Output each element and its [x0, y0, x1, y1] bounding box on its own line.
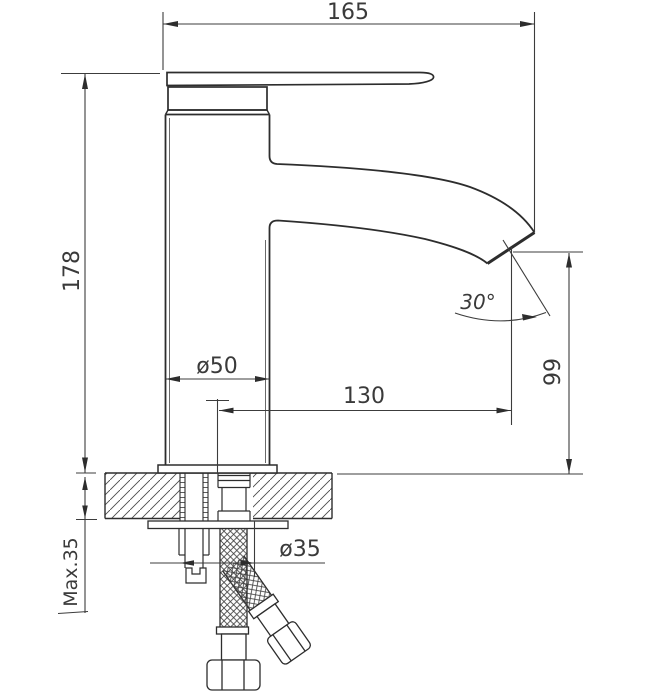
dimension-hole-diameter-35: ø35: [150, 521, 325, 577]
tick-max35-end: [57, 610, 89, 615]
dimension-outlet-height-99: 99: [337, 251, 583, 475]
diagonal-hose-nut: [267, 621, 311, 665]
dimension-spout-reach-165: 165: [162, 0, 536, 233]
vertical-hose-braid: [220, 528, 247, 627]
dimension-max-thickness-35: Max.35: [57, 477, 97, 615]
arrow-99-down: [566, 459, 572, 474]
arrow-178-up: [82, 74, 88, 89]
arrow-angle-arc: [522, 314, 537, 321]
dim-max35-label: Max.35: [60, 537, 82, 607]
spout-top-curve: [268, 155, 536, 233]
stud-fork-bracket: [185, 567, 207, 584]
vertical-hose-tube: [220, 633, 247, 661]
dim-99-label: 99: [541, 358, 566, 386]
deck-hatch-right: [253, 473, 332, 519]
dimension-outlet-angle-30: 30°: [454, 239, 551, 425]
mounting-stud: [178, 528, 210, 584]
faucet-body: [164, 113, 271, 465]
arrow-99-up: [566, 253, 572, 268]
arrow-130-right: [496, 407, 511, 414]
dimension-body-diameter-50: ø50: [165, 354, 270, 382]
faucet-handle-lever: [166, 71, 435, 87]
dim-165-label: 165: [327, 0, 369, 25]
arrow-165-right: [520, 21, 535, 27]
dim-178-label: 178: [60, 250, 85, 292]
arrow-130-left: [219, 407, 234, 414]
faucet-spout: [268, 155, 536, 265]
countertop-deck: [104, 472, 333, 520]
washer-plate: [147, 520, 289, 530]
arrow-max35-up: [82, 477, 88, 490]
arrow-165-left: [163, 21, 178, 27]
spout-bottom-curve: [268, 219, 489, 265]
dim-o50-label: ø50: [196, 354, 237, 379]
arrow-max35-down: [82, 505, 88, 519]
threaded-shank: [179, 473, 209, 521]
faucet: [157, 71, 536, 474]
supply-hose-vertical: [206, 528, 261, 691]
shank-thread-right: [203, 474, 208, 521]
dimension-spout-projection-130: 130: [206, 384, 511, 474]
vertical-hose-collar: [215, 626, 250, 635]
hose-guide-cartridge: [217, 473, 251, 521]
dimension-overall-height-178: 178: [60, 72, 160, 474]
deck-hatch-left: [105, 473, 180, 519]
handle-base-block: [167, 86, 268, 111]
dimensions: 165 178 Max.35 ø50: [57, 0, 583, 615]
vertical-hose-nut: [206, 659, 261, 691]
arrow-o35-right: [240, 560, 255, 566]
arrow-o35-left: [180, 560, 194, 566]
under-counter-assembly: [147, 473, 311, 691]
arrow-178-down: [82, 457, 88, 473]
angle-arc: [454, 311, 547, 322]
shank-thread-left: [180, 474, 185, 521]
dim-o35-label: ø35: [279, 537, 320, 562]
arrow-o50-left: [165, 376, 180, 382]
arrow-o50-right: [255, 376, 270, 382]
dim-130-label: 130: [343, 384, 385, 409]
dim-30deg-label: 30°: [460, 290, 495, 314]
angle-slant-line: [502, 239, 551, 317]
